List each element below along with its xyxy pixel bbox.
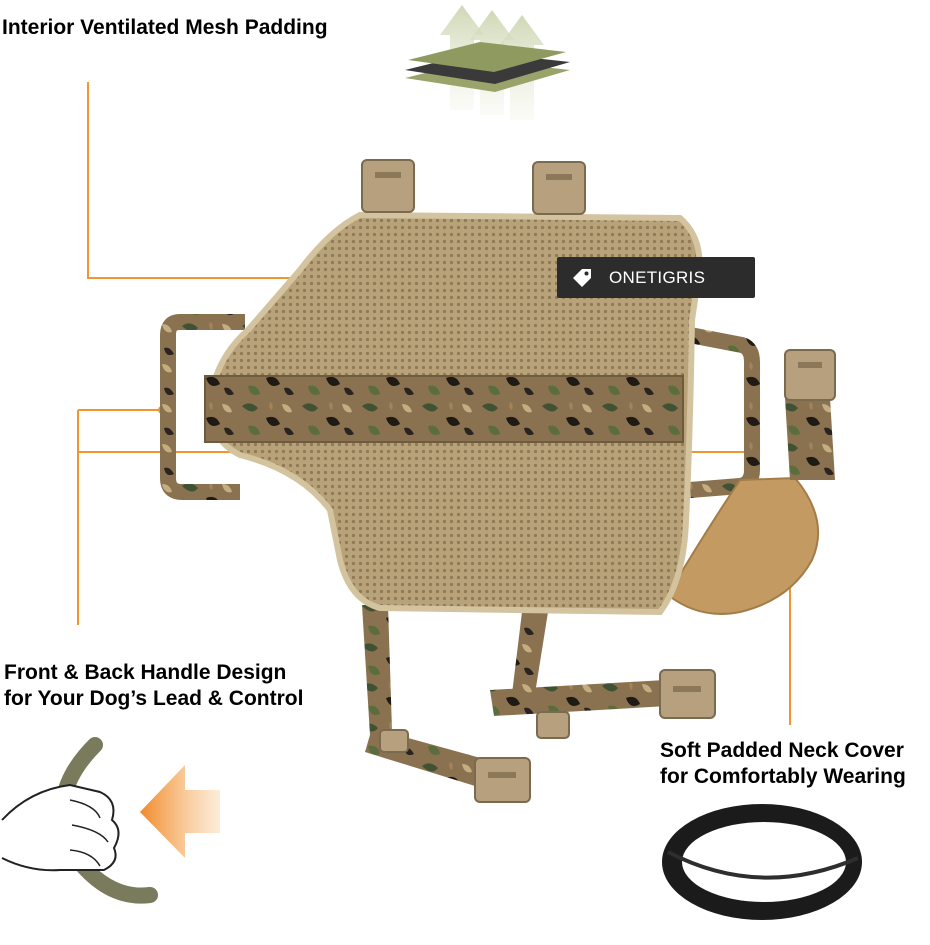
brand-label: ONETIGRIS bbox=[557, 257, 755, 298]
camo-back-band bbox=[204, 375, 684, 443]
annotation-neck-line2: for Comfortably Wearing bbox=[660, 764, 906, 788]
arrow-right-icon bbox=[140, 765, 220, 858]
annotation-handle-line1: Front & Back Handle Design bbox=[4, 661, 287, 684]
annotation-neck-cover: Soft Padded Neck Cover for Comfortably W… bbox=[660, 738, 906, 789]
neck-cover bbox=[666, 476, 820, 615]
ventilation-layers-icon bbox=[405, 5, 570, 120]
neck-cover-collar-image bbox=[662, 804, 862, 920]
neck-strap bbox=[785, 398, 835, 480]
annotation-handle-line2: for Your Dog’s Lead & Control bbox=[4, 686, 304, 710]
hand-grip-icon bbox=[1, 737, 158, 904]
callout-lines bbox=[77, 82, 791, 725]
brand-name: ONETIGRIS bbox=[609, 267, 706, 287]
tag-icon bbox=[573, 268, 591, 287]
annotation-neck-line1: Soft Padded Neck Cover bbox=[660, 739, 904, 762]
annotation-mesh-padding: Interior Ventilated Mesh Padding bbox=[2, 16, 328, 39]
annotation-handle-design: Front & Back Handle Design for Your Dog’… bbox=[4, 660, 303, 711]
